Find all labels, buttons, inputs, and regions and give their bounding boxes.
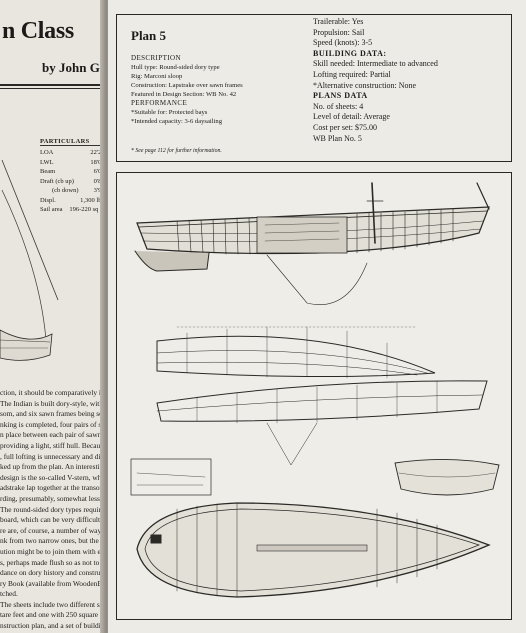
performance-heading: PERFORMANCE <box>131 99 188 107</box>
skill-needed: Skill needed: Intermediate to advanced <box>313 59 438 69</box>
level-of-detail: Level of detail: Average <box>313 112 390 122</box>
sail-plan-sketch <box>0 159 59 361</box>
cost-per-set: Cost per set: $75.00 <box>313 122 377 132</box>
body-line: ry Book (available from WoodenBoat <box>0 578 104 588</box>
alternative-construction: *Alternative construction: None <box>313 80 417 90</box>
body-line: dance on dory history and construction, … <box>0 568 104 578</box>
particulars-row: (cb down)3'9" <box>52 187 104 194</box>
lines-profile-drawing <box>156 326 436 379</box>
body-line: nk from two narrow ones, but the simples… <box>0 536 104 546</box>
particulars-heading: PARTICULARS <box>40 138 104 146</box>
body-line: nking is completed, four pairs of sawn f… <box>0 419 104 429</box>
body-line: n place between each pair of sawn frames <box>0 430 104 440</box>
body-line: The round-sided dory types require a kee… <box>0 504 104 514</box>
construction: Construction: Lapstrake over sawn frames <box>131 82 243 89</box>
propulsion: Propulsion: Sail <box>313 27 365 37</box>
title-rule <box>0 84 104 86</box>
body-line: ution might be to join them with epoxy <box>0 546 104 556</box>
plan-info-box: Plan 5 DESCRIPTION Hull type: Round-side… <box>116 14 512 162</box>
body-line: The Indian is built dory-style, with its… <box>0 398 104 408</box>
article-body: ction, it should be comparatively inexpe… <box>0 388 104 633</box>
left-page: n Class by John G. Ald PARTICULARS LOA22… <box>0 0 104 633</box>
body-line: tare feet and one with 250 square feet, … <box>0 610 104 620</box>
trailerable: Trailerable: Yes <box>313 17 364 26</box>
featured-issue: Featured in Design Section: WB No. 42 <box>131 91 237 98</box>
body-line: nstruction plan, and a set of building n… <box>0 621 104 631</box>
wb-plan-number: WB Plan No. 5 <box>313 133 362 143</box>
body-line: , full lofting is unnecessary and dimens… <box>0 451 104 461</box>
number-of-sheets: No. of sheets: 4 <box>313 101 364 111</box>
plan-title: Plan 5 <box>131 28 167 43</box>
plan-data-column: Trailerable: Yes Propulsion: Sail Speed … <box>313 17 438 144</box>
plans-data-heading: PLANS DATA <box>313 91 368 101</box>
right-page: Plan 5 DESCRIPTION Hull type: Round-side… <box>108 0 526 633</box>
rig: Rig: Marconi sloop <box>131 73 183 80</box>
body-line: re are, of course, a number of ways in w… <box>0 525 104 535</box>
body-line: design is the so-called V-stern, whereby <box>0 472 104 482</box>
footnote: * See page 112 for further information. <box>131 148 222 154</box>
body-line: tched. <box>0 589 18 599</box>
body-line: adstrake lap together at the transom rat… <box>0 483 104 493</box>
half-breadth-drawing <box>156 380 488 466</box>
body-line: ked up from the plan. An interesting det… <box>0 462 104 472</box>
body-line: s, perhaps made flush so as not to show <box>0 557 104 567</box>
building-data-heading: BUILDING DATA: <box>313 48 387 58</box>
body-line: med with these sheets, a builder with so… <box>0 632 104 633</box>
particulars-row: Draft (cb up)0'8" <box>40 177 104 185</box>
plan-view-drawing <box>136 502 491 598</box>
intended-capacity: *Intended capacity: 3-6 daysailing <box>131 118 222 125</box>
construction-profile-drawing <box>134 182 490 305</box>
body-line: board, which can be very difficult to fi… <box>0 515 104 525</box>
title-rule-thin <box>0 88 104 89</box>
speed: Speed (knots): 3-5 <box>313 38 373 48</box>
plan-description-column: DESCRIPTION Hull type: Round-sided dory … <box>131 54 243 126</box>
suitable-for: *Suitable for: Protected bays <box>131 109 208 116</box>
hull-type: Hull type: Round-sided dory type <box>131 64 220 71</box>
body-line: rding, presumably, somewhat less drag <box>0 493 104 503</box>
section-detail-drawing <box>394 458 500 496</box>
particulars-row: Displ.1,300 lbs <box>40 196 104 204</box>
rudder-detail-drawing <box>130 458 212 496</box>
description-heading: DESCRIPTION <box>131 54 181 62</box>
body-line: som, and six sawn frames being set up <box>0 409 104 419</box>
body-line: providing a light, stiff hull. Because o… <box>0 440 104 450</box>
body-line: The sheets include two different sail pl… <box>0 599 104 609</box>
article-title: n Class <box>2 18 74 44</box>
body-line: ction, it should be comparatively inexpe… <box>0 388 104 397</box>
boat-drawings-svg <box>130 182 500 598</box>
lofting-required: Lofting required: Partial <box>313 69 391 79</box>
article-byline: by John G. Ald <box>42 60 104 75</box>
plan-drawings <box>116 172 512 620</box>
